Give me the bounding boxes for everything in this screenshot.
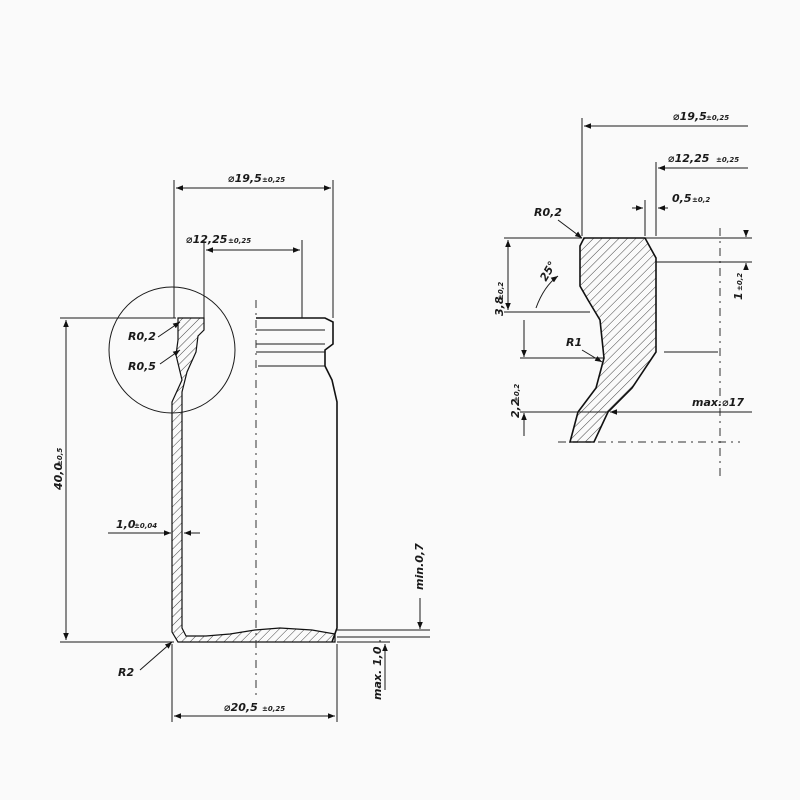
detail-label-h1: 1 <box>732 292 745 300</box>
label-d-base-tol: ±0,25 <box>262 705 285 713</box>
vial-main-view: ⌀19,5 ±0,25 ⌀12,25 ±0,25 R0,2 R0,5 40,0 … <box>52 172 430 722</box>
label-height-tol: ±0,5 <box>56 448 64 466</box>
label-d-inner: ⌀12,25 <box>186 233 228 246</box>
detail-label-h38: 3,8 <box>493 296 506 316</box>
neck-section <box>568 237 657 443</box>
label-d-outer-tol: ±0,25 <box>262 176 285 184</box>
label-wall: 1,0 <box>116 518 136 531</box>
detail-label-angle: 25° <box>537 259 559 284</box>
detail-label-d-inner: ⌀12,25 <box>668 152 710 165</box>
label-wall-tol: ±0,04 <box>134 522 157 530</box>
detail-label-r-top: R0,2 <box>534 206 562 219</box>
vial-outline-right <box>256 317 338 643</box>
detail-circle <box>108 286 236 414</box>
detail-label-r1: R1 <box>566 336 582 349</box>
label-bottom-min: min.0,7 <box>413 543 426 590</box>
detail-label-d-inner-tol: ±0,25 <box>716 156 739 164</box>
detail-label-lip: 0,5 <box>672 192 692 205</box>
label-r-neck: R0,5 <box>128 360 156 373</box>
label-r-top: R0,2 <box>128 330 156 343</box>
vial-wall-section <box>171 317 336 643</box>
detail-label-d-outer: ⌀19,5 <box>673 110 707 123</box>
detail-label-max-d: max.⌀17 <box>692 396 744 409</box>
label-d-outer: ⌀19,5 <box>228 172 262 185</box>
detail-label-h22-tol: ±0,2 <box>513 384 521 402</box>
label-height: 40,0 <box>52 463 65 491</box>
detail-label-h22: 2,2 <box>509 398 522 418</box>
label-r-base: R2 <box>118 666 134 679</box>
detail-label-d-outer-tol: ±0,25 <box>706 114 729 122</box>
label-d-base: ⌀20,5 <box>224 701 258 714</box>
detail-label-h1-tol: ±0,2 <box>736 273 744 291</box>
label-bottom-max: max. 1,0 <box>371 646 384 700</box>
detail-label-h38-tol: ±0,2 <box>497 282 505 300</box>
label-d-inner-tol: ±0,25 <box>228 237 251 245</box>
neck-detail-view: ⌀19,5 ±0,25 ⌀12,25 ±0,25 0,5 ±0,2 R0,2 2… <box>493 110 752 480</box>
detail-label-lip-tol: ±0,2 <box>692 196 710 204</box>
